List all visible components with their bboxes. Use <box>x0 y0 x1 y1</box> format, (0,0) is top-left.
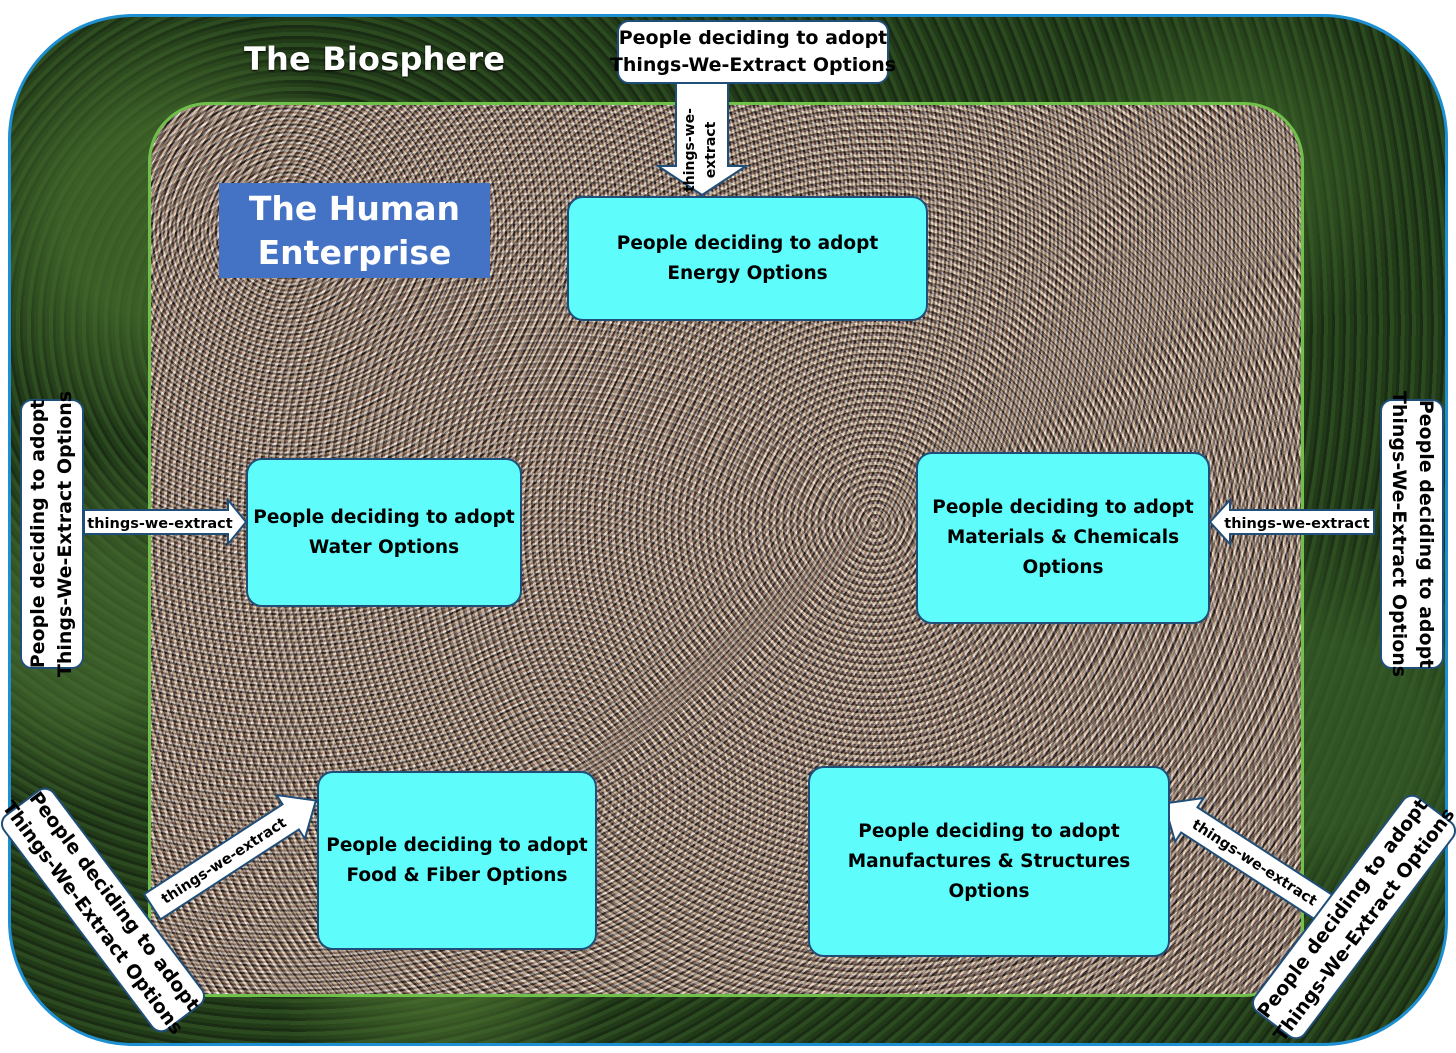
arrow-top: things-we- extract <box>658 80 746 195</box>
arrow-bottom-left: things-we-extract <box>138 779 330 929</box>
arrow-top-label-2: extract <box>703 121 719 178</box>
arrow-right: things-we-extract <box>1210 500 1374 544</box>
extract-box-right: People deciding to adopt Things-We-Extra… <box>1380 399 1444 669</box>
extract-box-top: People deciding to adopt Things-We-Extra… <box>617 20 889 84</box>
sector-manufactures-line-2: Manufactures & Structures <box>848 847 1131 877</box>
sector-food-line-1: People deciding to adopt <box>326 831 587 861</box>
sector-manufactures-line-1: People deciding to adopt <box>858 817 1119 847</box>
extract-box-right-line-2: Things-We-Extract Options <box>1385 391 1412 677</box>
sector-energy-line-1: People deciding to adopt <box>617 229 878 259</box>
sector-water-line-1: People deciding to adopt <box>253 503 514 533</box>
arrow-bottom-right: things-we-extract <box>1150 782 1342 932</box>
sector-energy: People deciding to adopt Energy Options <box>567 196 928 321</box>
arrow-left: things-we-extract <box>84 500 246 544</box>
arrow-bottom-left-label: things-we-extract <box>159 815 290 908</box>
sector-water-line-2: Water Options <box>309 533 459 563</box>
extract-box-top-line-1: People deciding to adopt <box>619 25 888 52</box>
arrow-left-label: things-we-extract <box>87 516 232 532</box>
extract-box-left: People deciding to adopt Things-We-Extra… <box>20 399 84 669</box>
extract-box-right-line-1: People deciding to adopt <box>1412 400 1439 669</box>
arrow-top-label-1: things-we- <box>682 108 698 192</box>
extract-box-left-line-1: People deciding to adopt <box>25 400 52 669</box>
sector-materials: People deciding to adopt Materials & Che… <box>916 452 1210 624</box>
sector-food-line-2: Food & Fiber Options <box>347 861 568 891</box>
sector-manufactures: People deciding to adopt Manufactures & … <box>808 766 1170 957</box>
sector-manufactures-line-3: Options <box>948 877 1029 907</box>
extract-box-top-line-2: Things-We-Extract Options <box>610 52 896 79</box>
arrow-bottom-right-label: things-we-extract <box>1189 817 1320 910</box>
sector-food-fiber: People deciding to adopt Food & Fiber Op… <box>317 771 597 950</box>
arrow-right-label: things-we-extract <box>1224 516 1369 532</box>
sector-water: People deciding to adopt Water Options <box>246 458 522 607</box>
sector-energy-line-2: Energy Options <box>667 259 827 289</box>
sector-materials-line-1: People deciding to adopt <box>932 493 1193 523</box>
sector-materials-line-3: Options <box>1022 553 1103 583</box>
extract-box-left-line-2: Things-We-Extract Options <box>52 391 79 677</box>
sector-materials-line-2: Materials & Chemicals <box>947 523 1179 553</box>
